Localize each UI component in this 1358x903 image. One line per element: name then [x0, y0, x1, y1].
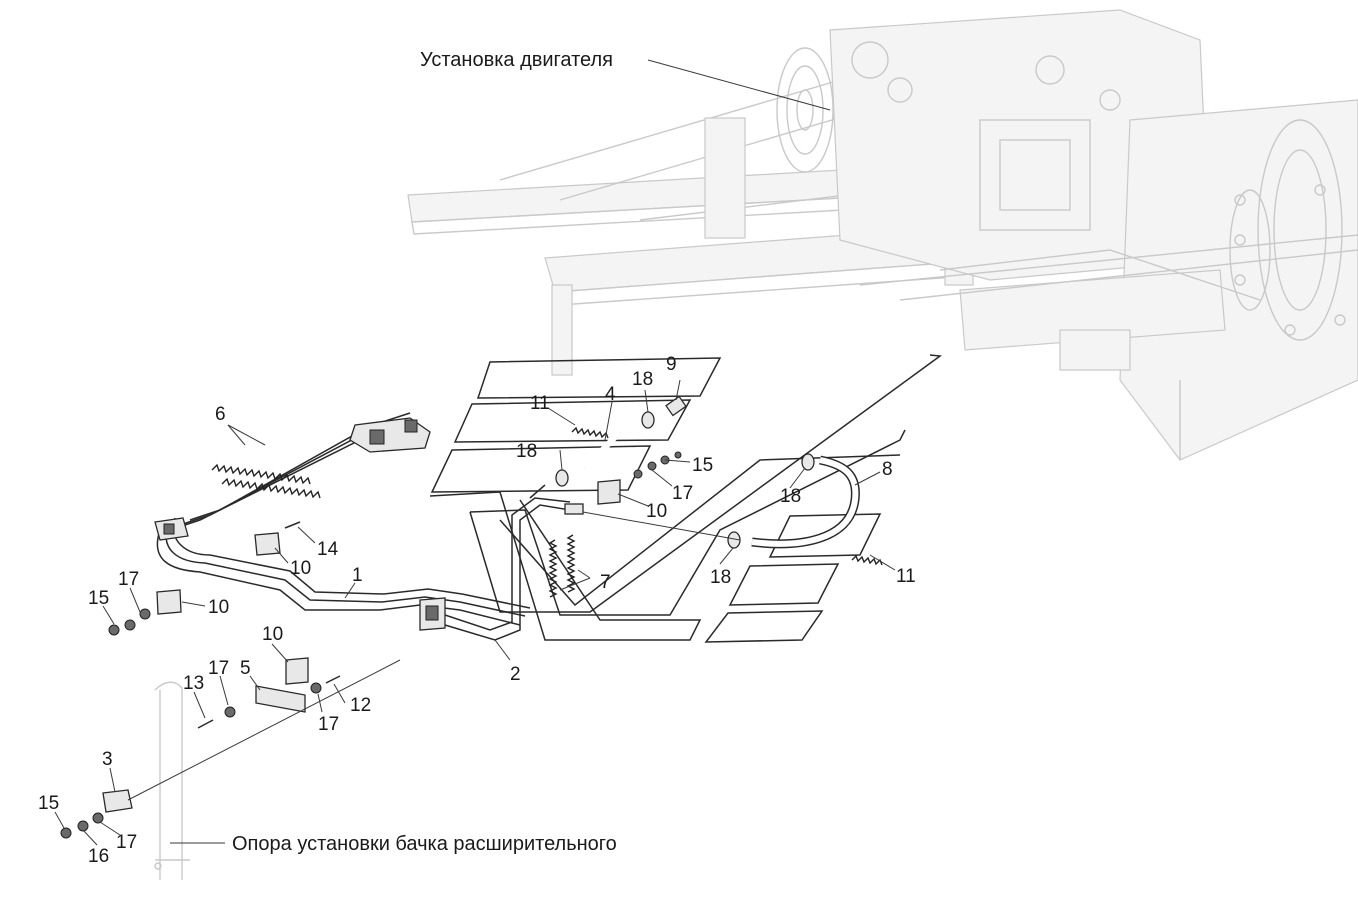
callout-18-a: 18 [632, 369, 653, 390]
callout-12: 12 [350, 695, 371, 716]
callout-10-b: 10 [208, 597, 229, 618]
callout-1: 1 [352, 565, 363, 586]
small-parts [60, 395, 815, 839]
pipe-1 [154, 412, 531, 631]
callout-10-c: 10 [262, 624, 283, 645]
callout-18-b: 18 [516, 441, 537, 462]
callout-8: 8 [882, 459, 893, 480]
callout-2: 2 [510, 664, 521, 685]
callout-10-d: 10 [646, 501, 667, 522]
callout-6: 6 [215, 404, 226, 425]
callout-13: 13 [183, 673, 204, 694]
spring-guards [211, 426, 883, 598]
callout-15-b: 15 [692, 455, 713, 476]
callout-numbers: 1 2 3 4 5 6 7 8 9 10 10 10 10 11 11 12 1… [38, 354, 916, 867]
tank-support-post [154, 681, 190, 880]
callout-15-a: 15 [88, 588, 109, 609]
callout-5: 5 [240, 658, 251, 679]
callout-17-e: 17 [672, 483, 693, 504]
callout-17-d: 17 [116, 832, 137, 853]
callout-14: 14 [317, 539, 339, 560]
leader-lines [54, 59, 896, 846]
callout-18-d: 18 [710, 567, 731, 588]
callout-15-c: 15 [38, 793, 59, 814]
callout-17-c: 17 [318, 714, 339, 735]
pipe-2 [444, 484, 584, 641]
callout-17-b: 17 [208, 658, 229, 679]
callout-11-b: 11 [896, 566, 916, 587]
callout-10-a: 10 [290, 558, 311, 579]
callout-18-c: 18 [780, 486, 801, 507]
hose-8 [751, 455, 860, 549]
callout-7: 7 [600, 572, 611, 593]
routing-plates [429, 354, 943, 643]
callout-17-a: 17 [118, 569, 139, 590]
callout-9: 9 [666, 354, 677, 375]
tank-support-caption: Опора установки бачка расширительного [232, 833, 617, 855]
callout-4: 4 [605, 384, 616, 405]
hose-4 [582, 429, 623, 471]
callout-3: 3 [102, 749, 113, 770]
engine-frame-background [407, 9, 1358, 461]
callout-16: 16 [88, 846, 109, 867]
engine-caption: Установка двигателя [420, 49, 613, 71]
callout-11-a: 11 [530, 393, 550, 414]
